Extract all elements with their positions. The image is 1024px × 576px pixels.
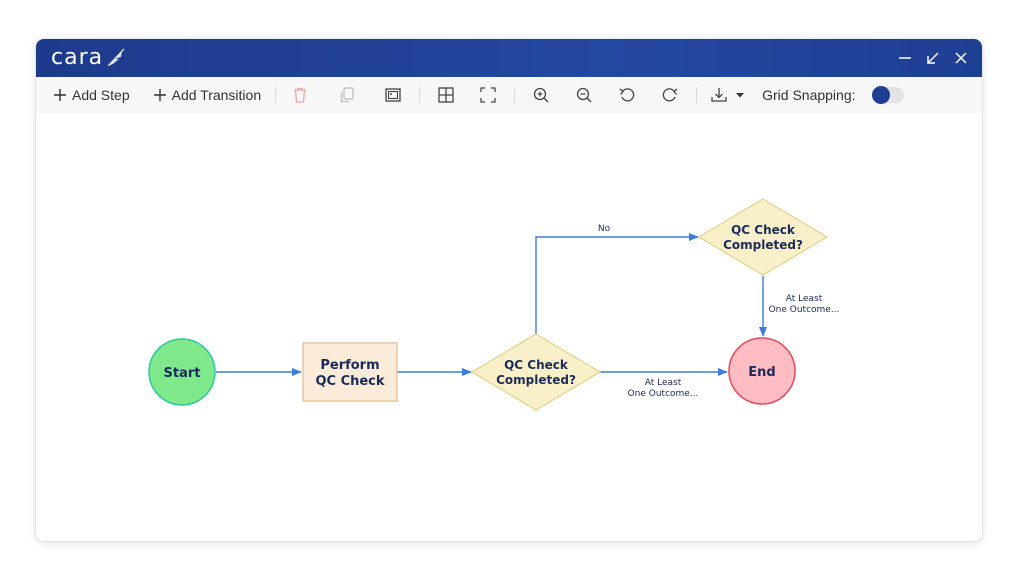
fullscreen-icon <box>480 87 496 103</box>
workflow-canvas[interactable]: No At Least One Outcome... At Least One … <box>36 113 982 541</box>
toggle-knob <box>871 86 890 104</box>
image-button[interactable] <box>382 84 404 106</box>
app-window: cara <box>36 39 982 541</box>
plus-icon <box>54 89 66 101</box>
grid-snapping-label: Grid Snapping: <box>762 87 856 103</box>
grid-icon <box>438 87 454 103</box>
node-perform-label-line1: Perform <box>320 358 379 373</box>
edge-label-outcome-1-line2: One Outcome... <box>628 389 699 399</box>
logo-feather-icon <box>107 48 125 67</box>
edge-label-no: No <box>598 224 611 234</box>
toolbar: Add Step Add Transition <box>36 77 982 113</box>
restore-button[interactable] <box>922 47 944 69</box>
fit-screen-button[interactable] <box>477 84 499 106</box>
node-end-label: End <box>748 365 775 380</box>
undo-icon <box>619 88 635 102</box>
download-button[interactable] <box>710 84 748 106</box>
toolbar-divider <box>419 87 421 103</box>
cara-logo: cara <box>51 46 127 70</box>
node-end[interactable]: End <box>728 337 796 405</box>
zoom-in-button[interactable] <box>530 84 552 106</box>
zoom-out-icon <box>576 87 592 103</box>
zoom-out-button[interactable] <box>573 84 595 106</box>
delete-button[interactable] <box>289 84 311 106</box>
zoom-in-icon <box>533 87 549 103</box>
node-perform-label-line2: QC Check <box>315 374 384 389</box>
node-perform-qc-check[interactable]: Perform QC Check <box>302 342 398 402</box>
grid-snapping-toggle[interactable] <box>871 86 904 104</box>
close-button[interactable] <box>950 47 972 69</box>
copy-icon <box>340 87 354 103</box>
undo-button[interactable] <box>616 84 638 106</box>
add-transition-label: Add Transition <box>171 87 262 103</box>
toolbar-divider <box>275 87 277 103</box>
redo-button[interactable] <box>659 84 681 106</box>
toolbar-divider <box>514 87 516 103</box>
edge-label-outcome-1: At Least <box>645 378 682 388</box>
node-decision1-line1: QC Check <box>504 358 569 372</box>
node-decision-qc-completed-2[interactable]: QC Check Completed? <box>697 198 829 276</box>
node-start-label: Start <box>164 366 201 381</box>
close-icon <box>955 52 967 64</box>
download-icon <box>711 88 745 102</box>
grid-button[interactable] <box>435 84 457 106</box>
edge-decision-no[interactable] <box>535 233 699 334</box>
node-decision2-line1: QC Check <box>731 223 796 237</box>
workflow-diagram: No At Least One Outcome... At Least One … <box>148 198 840 411</box>
logo-text: cara <box>51 45 104 70</box>
title-bar: cara <box>36 39 982 77</box>
edge-label-outcome-2: At Least <box>786 294 823 304</box>
plus-icon <box>153 89 166 101</box>
toolbar-divider <box>696 87 698 103</box>
edge-label-outcome-2-line2: One Outcome... <box>769 305 840 315</box>
arrow-down-left-icon <box>927 52 939 64</box>
add-transition-button[interactable]: Add Transition <box>153 81 262 109</box>
add-step-button[interactable]: Add Step <box>53 81 130 109</box>
minimize-icon <box>899 57 911 59</box>
copy-button[interactable] <box>336 84 358 106</box>
trash-icon <box>294 87 307 103</box>
node-start[interactable]: Start <box>148 338 216 406</box>
minimize-button[interactable] <box>894 47 916 69</box>
node-decision1-line2: Completed? <box>496 373 576 387</box>
redo-icon <box>662 88 678 102</box>
node-decision-qc-completed-1[interactable]: QC Check Completed? <box>470 333 602 411</box>
add-step-label: Add Step <box>72 87 130 103</box>
node-decision2-line2: Completed? <box>723 238 803 252</box>
image-frame-icon <box>385 88 401 102</box>
